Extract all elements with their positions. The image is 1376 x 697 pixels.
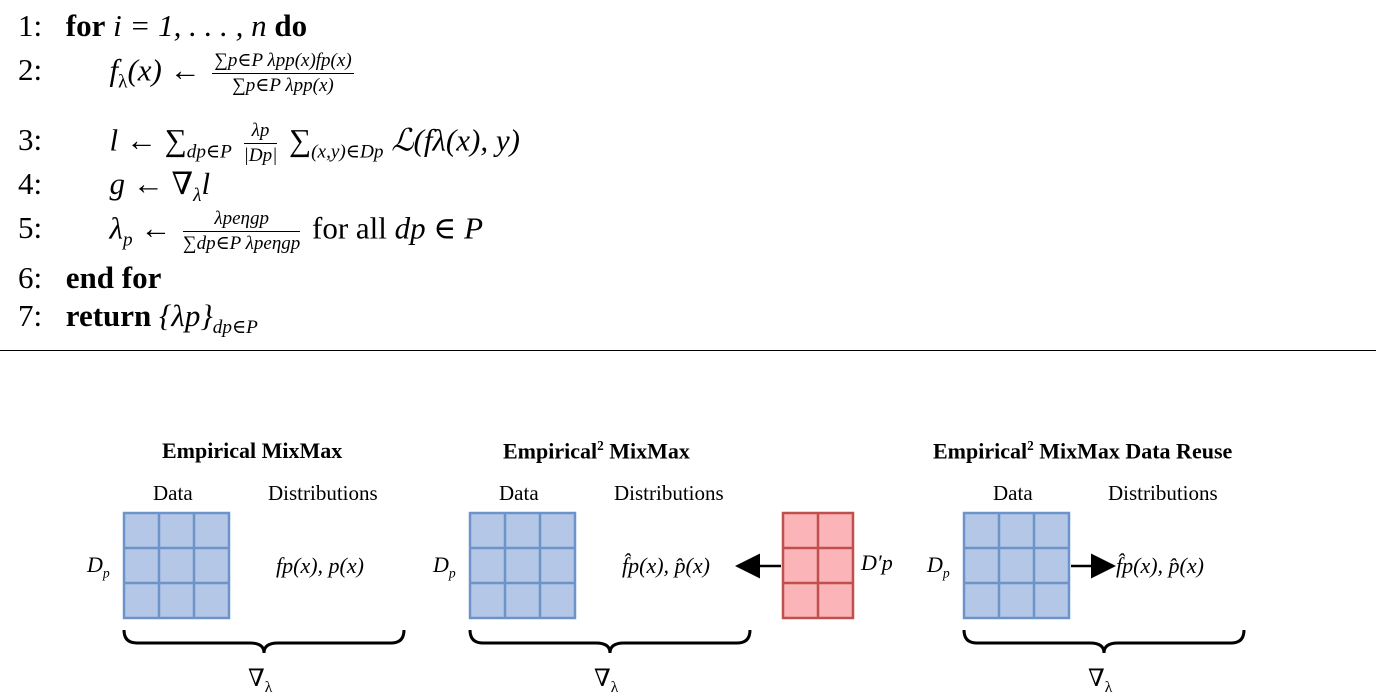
dist-expression: fp(x), p(x) [276, 553, 364, 578]
line-number: 2: [18, 52, 43, 88]
grad-expr: g ← ∇ [109, 166, 194, 201]
data-label: Data [153, 481, 193, 505]
fraction: λpeηgp ∑dp∈P λpeηgp [183, 208, 301, 255]
fraction: λp |Dp| [243, 120, 278, 167]
panel-2-title: Empirical2 MixMax [503, 438, 690, 464]
keyword-end-for: end for [65, 260, 162, 295]
data-grid-panel-2 [468, 511, 577, 620]
algo-line-3: 3: l ← ∑dp∈P λp |Dp| ∑(x,y)∈Dp ℒ(fλ(x), … [18, 120, 520, 167]
row-label: Dp [433, 552, 456, 581]
grad-tail: l [201, 166, 211, 201]
data-label: Data [993, 481, 1033, 505]
line-number: 6: [18, 260, 43, 295]
loss-expr: ℒ(fλ(x), y) [391, 122, 520, 158]
sum-symbol: ∑ [289, 122, 312, 158]
for-all-expr: dp ∈ P [394, 210, 484, 246]
brace-panel-2 [468, 629, 752, 654]
algo-line-7: 7: return {λp}dp∈P [18, 300, 258, 337]
gradient-label: ∇λ [1088, 666, 1113, 696]
fraction-numerator: λp [243, 120, 278, 144]
data-label: Data [499, 481, 539, 505]
fraction-denominator: |Dp| [243, 144, 278, 166]
extra-data-label: D′p [861, 550, 893, 575]
keyword-do: do [274, 8, 308, 43]
lhs-arg: (x) ← [127, 52, 201, 88]
distributions-label: Distributions [268, 481, 378, 505]
gradient-label: ∇λ [248, 666, 273, 696]
sum-subscript: (x,y)∈Dp [311, 141, 384, 163]
loop-range: i = 1, . . . , n [113, 8, 267, 43]
distributions-label: Distributions [614, 481, 724, 505]
row-label: Dp [927, 552, 950, 581]
section-divider [0, 350, 1376, 351]
lambda-sub: p [122, 229, 133, 251]
grad-sub: λ [193, 185, 202, 207]
return-expr: {λp} [159, 298, 213, 333]
algo-line-4: 4: g ← ∇λl [18, 168, 210, 205]
dist-expression: f̂p(x), p̂(x) [622, 553, 710, 578]
dist-expression: f̂p(x), p̂(x) [1116, 553, 1204, 578]
algo-line-5: 5: λp ← λpeηgp ∑dp∈P λpeηgp for all dp ∈… [18, 208, 483, 255]
lhs-f: f [109, 52, 119, 88]
fraction-numerator: λpeηgp [183, 208, 301, 232]
data-grid-panel-3 [962, 511, 1071, 620]
lhs-l: l ← ∑ [109, 122, 187, 158]
line-number: 1: [18, 8, 43, 43]
distributions-label: Distributions [1108, 481, 1218, 505]
algo-line-6: 6: end for [18, 262, 161, 293]
extra-data-grid [781, 511, 855, 620]
algo-line-2: 2: fλ(x) ← ∑p∈P λpp(x)fp(x) ∑p∈P λpp(x) [18, 50, 358, 97]
fraction-denominator: ∑p∈P λpp(x) [232, 74, 334, 96]
brace-panel-3 [962, 629, 1246, 654]
line-number: 3: [18, 122, 43, 158]
row-label: Dp [87, 552, 110, 581]
algo-line-1: 1: for i = 1, . . . , n do [18, 10, 307, 41]
lambda-lhs: λ [109, 210, 123, 246]
panel-1-title: Empirical MixMax [162, 438, 343, 463]
data-grid-panel-1 [122, 511, 231, 620]
panel-3-title: Empirical2 MixMax Data Reuse [933, 438, 1233, 464]
keyword-return: return [65, 298, 152, 333]
fraction: ∑p∈P λpp(x)fp(x) ∑p∈P λpp(x) [212, 50, 354, 97]
gradient-label: ∇λ [594, 666, 619, 696]
fraction-denominator: ∑dp∈P λpeηgp [183, 232, 301, 254]
line-number: 4: [18, 166, 43, 201]
assign-arrow: ← [140, 210, 172, 246]
line-number: 7: [18, 298, 43, 333]
keyword-for: for [65, 8, 106, 43]
return-sub: dp∈P [212, 317, 258, 339]
lhs-f-sub: λ [118, 71, 128, 93]
sum-subscript: dp∈P [186, 141, 232, 163]
for-all-text: for all [312, 210, 387, 246]
brace-panel-1 [122, 629, 406, 654]
line-number: 5: [18, 210, 43, 246]
fraction-numerator: ∑p∈P λpp(x)fp(x) [212, 50, 354, 74]
